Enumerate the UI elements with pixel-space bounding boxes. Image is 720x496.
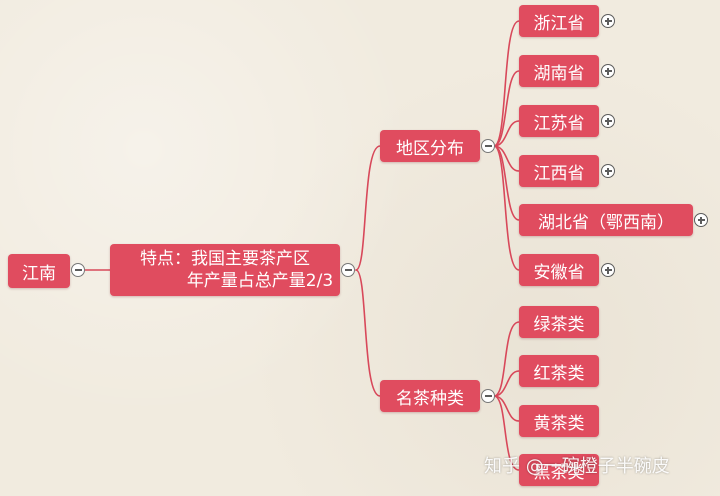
tea-label: 红茶类 <box>533 363 585 384</box>
minus-circle-icon[interactable] <box>341 263 355 277</box>
tea-node-black[interactable]: 红茶类 <box>519 355 599 387</box>
tea-node-green[interactable]: 绿茶类 <box>519 306 599 338</box>
province-label: 江西省 <box>533 163 585 184</box>
tea-label: 黄茶类 <box>533 413 585 434</box>
province-node-hunan[interactable]: 湖南省 <box>519 55 599 87</box>
plus-circle-icon[interactable] <box>601 64 615 78</box>
feature-line-1: 特点：我国主要茶产区 <box>140 249 310 269</box>
province-node-hubei[interactable]: 湖北省（鄂西南） <box>519 204 693 236</box>
province-label: 安徽省 <box>533 262 585 283</box>
province-label: 浙江省 <box>533 13 585 34</box>
plus-circle-icon[interactable] <box>601 114 615 128</box>
province-node-jiangsu[interactable]: 江苏省 <box>519 105 599 137</box>
feature-line-2: 年产量占总产量2/3 <box>186 271 334 291</box>
root-node-jiangnan[interactable]: 江南 <box>8 254 70 288</box>
tea-node-dark[interactable]: 黑茶类 <box>519 454 599 486</box>
feature-node[interactable]: 特点：我国主要茶产区 年产量占总产量2/3 <box>110 244 340 296</box>
plus-circle-icon[interactable] <box>601 263 615 277</box>
minus-circle-icon[interactable] <box>481 139 495 153</box>
branch-label-teas: 名茶种类 <box>396 388 464 409</box>
root-node-label: 江南 <box>22 263 56 284</box>
branch-node-teas[interactable]: 名茶种类 <box>380 380 480 412</box>
province-label: 江苏省 <box>533 113 585 134</box>
plus-circle-icon[interactable] <box>694 213 708 227</box>
minus-circle-icon[interactable] <box>481 389 495 403</box>
branch-label-distribution: 地区分布 <box>396 138 464 159</box>
branch-node-distribution[interactable]: 地区分布 <box>380 130 480 162</box>
province-node-anhui[interactable]: 安徽省 <box>519 254 599 286</box>
minus-circle-icon[interactable] <box>71 263 85 277</box>
tea-label: 黑茶类 <box>533 462 585 483</box>
province-label: 湖南省 <box>533 63 585 84</box>
province-label: 湖北省（鄂西南） <box>538 212 674 233</box>
plus-circle-icon[interactable] <box>601 164 615 178</box>
watermark-text: 知乎 @一碗橙子半碗皮 <box>484 456 670 477</box>
plus-circle-icon[interactable] <box>601 14 615 28</box>
tea-label: 绿茶类 <box>533 314 585 335</box>
tea-node-yellow[interactable]: 黄茶类 <box>519 405 599 437</box>
province-node-zhejiang[interactable]: 浙江省 <box>519 5 599 37</box>
province-node-jiangxi[interactable]: 江西省 <box>519 155 599 187</box>
